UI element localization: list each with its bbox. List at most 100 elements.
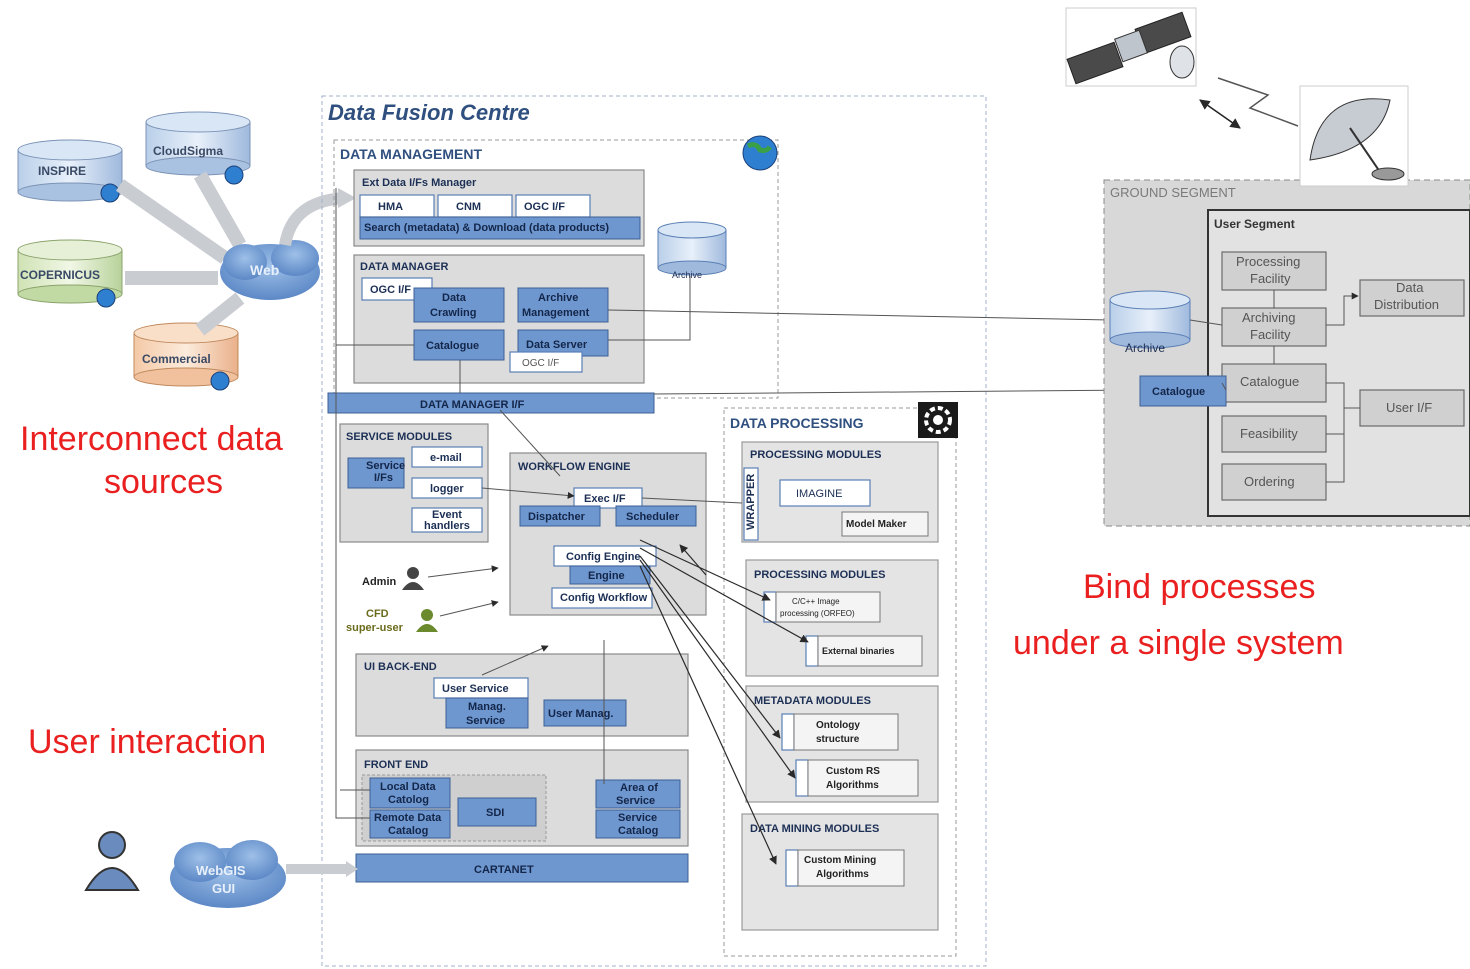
dfc-frame xyxy=(321,95,987,967)
event-handlers-box xyxy=(411,507,483,533)
data-crawling-label-2: Crawling xyxy=(430,307,476,319)
cnm-label: CNM xyxy=(456,201,481,213)
external-binaries-box xyxy=(817,635,923,667)
search-download-label: Search (metadata) & Download (data produ… xyxy=(364,222,609,234)
user-service-label: User Service xyxy=(442,683,509,695)
data-processing-frame xyxy=(723,407,957,957)
data-crawling-box xyxy=(413,287,505,323)
engine-label: Engine xyxy=(588,570,625,582)
archive-management-box xyxy=(517,287,609,323)
data-dist-label-2: Distribution xyxy=(1374,297,1439,312)
data-manager-if-bar xyxy=(327,392,655,414)
ui-backend-header: UI BACK-END xyxy=(364,661,437,673)
caption-bind-processes: Bind processes xyxy=(1083,568,1315,606)
area-of-service-box xyxy=(595,779,681,809)
ds-ogc-box xyxy=(509,351,583,373)
hma-label: HMA xyxy=(378,201,403,213)
link-arrow xyxy=(1199,99,1241,129)
processing-facility-box xyxy=(1221,251,1327,291)
ontology-box xyxy=(793,713,899,751)
svc-cat-label-2: Catalog xyxy=(618,825,658,837)
remote-label-1: Remote Data xyxy=(374,812,442,824)
workflow-header: WORKFLOW ENGINE xyxy=(518,461,630,473)
data-manager-if-label: DATA MANAGER I/F xyxy=(420,399,525,411)
cpp-label-2: processing (ORFEO) xyxy=(780,609,855,618)
page-title: Data Fusion Centre xyxy=(328,100,530,125)
area-label-1: Area of xyxy=(620,782,658,794)
ontology-label-1: Ontology xyxy=(816,720,860,731)
proc-modules-2-header: PROCESSING MODULES xyxy=(754,569,885,581)
ordering-label: Ordering xyxy=(1244,474,1295,489)
catalogue-box xyxy=(413,329,505,361)
processing-label-1: Processing xyxy=(1236,254,1300,269)
scheduler-label: Scheduler xyxy=(626,511,680,523)
ds-ogc-label: OGC I/F xyxy=(522,358,559,369)
data-manager-header: DATA MANAGER xyxy=(360,261,448,273)
front-end-header: FRONT END xyxy=(364,759,428,771)
inspire-source: INSPIRE xyxy=(17,139,123,203)
gs-archive-label: Archive xyxy=(1125,341,1165,355)
wrapper-mini-3 xyxy=(781,713,795,751)
copernicus-source: COPERNICUS xyxy=(17,239,123,308)
dm-archive: Archive xyxy=(657,221,727,280)
gs-catalogue-box xyxy=(1139,375,1227,407)
cartanet-label: CARTANET xyxy=(474,864,534,876)
copernicus-label: COPERNICUS xyxy=(20,268,100,282)
mining-label-1: Custom Mining xyxy=(804,855,876,866)
satellite-icon xyxy=(1065,7,1197,87)
dispatcher-label: Dispatcher xyxy=(528,511,586,523)
webgis-label-2: GUI xyxy=(212,881,235,896)
web-label: Web xyxy=(250,262,279,278)
admin-actor: Admin xyxy=(362,567,424,590)
model-maker-label: Model Maker xyxy=(846,519,907,530)
processing-label-2: Facility xyxy=(1250,271,1291,286)
wrapper-mini-1 xyxy=(763,591,777,623)
dm-ogc-label: OGC I/F xyxy=(370,284,411,296)
custom-mining-box xyxy=(797,849,905,887)
manag-service-box xyxy=(445,697,529,729)
admin-label: Admin xyxy=(362,576,397,588)
gs-catalogue-label: Catalogue xyxy=(1240,374,1299,389)
user-manag-label: User Manag. xyxy=(548,708,613,720)
custom-rs-label-1: Custom RS xyxy=(826,766,880,777)
globe-icon xyxy=(742,135,778,171)
service-ifs-label-2: I/Fs xyxy=(374,472,393,484)
inspire-label: INSPIRE xyxy=(38,164,86,178)
data-crawling-label-1: Data xyxy=(442,292,467,304)
wrapper-mini-2 xyxy=(805,635,819,667)
logger-label: logger xyxy=(430,483,464,495)
ogc-if-label: OGC I/F xyxy=(524,201,565,213)
ground-segment-header: GROUND SEGMENT xyxy=(1110,185,1236,200)
wrapper-label: WRAPPER xyxy=(745,474,757,530)
caption-interconnect: Interconnect data xyxy=(20,420,283,458)
commercial-label: Commercial xyxy=(142,352,211,366)
web-cloud: Web xyxy=(220,240,320,300)
cfd-label-2: super-user xyxy=(346,622,404,634)
cloudsigma-source: CloudSigma xyxy=(145,111,251,185)
user-manag-box xyxy=(543,699,627,727)
catalogue-label: Catalogue xyxy=(426,340,479,352)
user-if-box xyxy=(1359,389,1465,427)
gs-archive: Archive xyxy=(1109,290,1191,355)
cloudsigma-label: CloudSigma xyxy=(153,144,223,158)
manag-label-2: Service xyxy=(466,715,505,727)
service-ifs-box xyxy=(347,457,405,489)
ground-segment-lines xyxy=(1273,290,1360,483)
metadata-modules-header: METADATA MODULES xyxy=(754,695,871,707)
globe-icon xyxy=(224,165,244,185)
config-workflow-label: Config Workflow xyxy=(560,592,648,604)
webgis-label-1: WebGIS xyxy=(196,863,246,878)
archiving-label-1: Archiving xyxy=(1242,310,1295,325)
gs-catalogue-box-label: Catalogue xyxy=(1152,386,1205,398)
archive-mgmt-label-1: Archive xyxy=(538,292,578,304)
exec-if-label: Exec I/F xyxy=(584,493,626,505)
data-distribution-box xyxy=(1359,279,1465,317)
webgis-cloud: WebGIS GUI xyxy=(170,840,286,908)
data-mining-header: DATA MINING MODULES xyxy=(750,823,879,835)
local-label-2: Catolog xyxy=(388,794,429,806)
area-label-2: Service xyxy=(616,795,655,807)
search-download-box xyxy=(359,216,641,240)
sdi-box xyxy=(457,797,537,827)
dm-archive-label: Archive xyxy=(672,270,702,280)
